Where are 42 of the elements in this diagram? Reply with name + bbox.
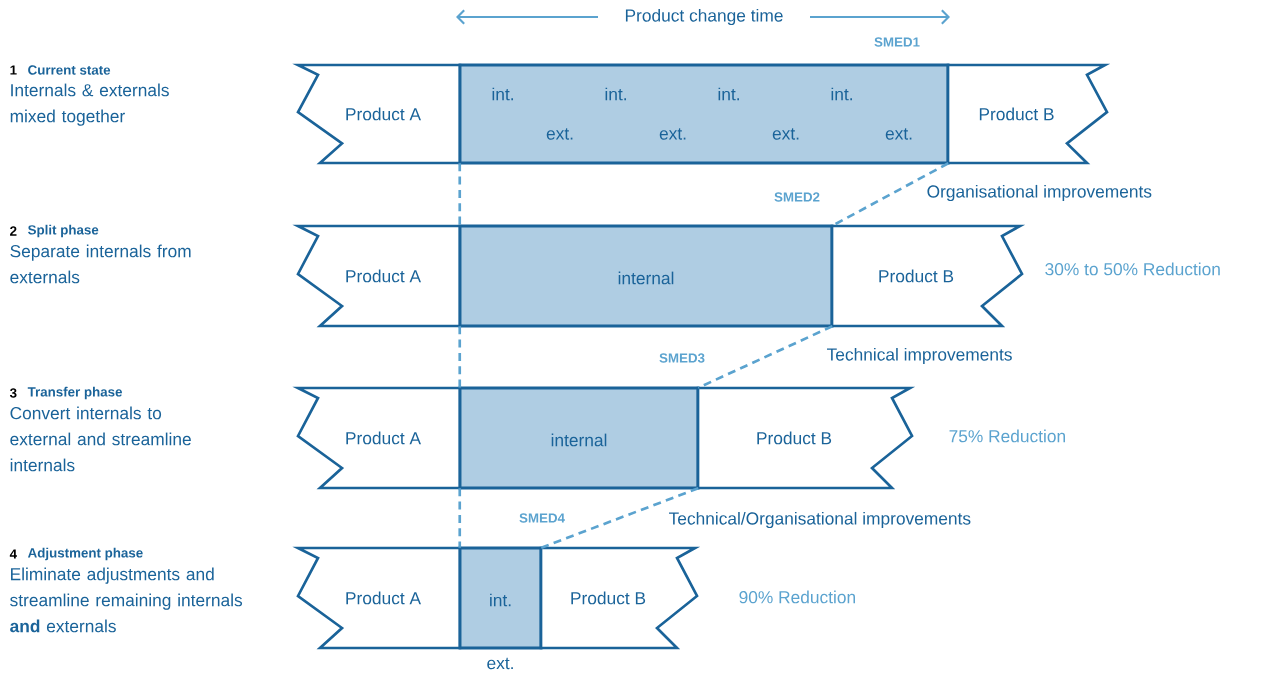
annotation-text: Technical improvements <box>827 347 1012 365</box>
phase-heading: Split phase <box>28 224 99 238</box>
caption-text: ext. <box>487 657 513 670</box>
reduction-text: 30% to 50% Reduction <box>1045 262 1220 276</box>
product-banner: Product B <box>830 224 1026 328</box>
dashed-guide-line <box>458 163 462 226</box>
dashed-guide-line <box>458 326 462 388</box>
step-label: SMED1 <box>874 37 920 47</box>
step-number: 3 <box>9 388 17 398</box>
node-label: Product B <box>571 591 646 605</box>
annotation-text: Organisational improvements <box>927 184 1152 202</box>
product-banner: Product B <box>539 546 701 650</box>
phase-description: Eliminate adjustments and streamline remaining internals and externals <box>10 567 243 633</box>
phase-heading: Current state <box>28 65 111 75</box>
step-number: 2 <box>10 226 17 236</box>
dashed-guide-line <box>540 487 699 549</box>
step-number: 4 <box>9 549 17 559</box>
step-label: SMED2 <box>774 192 820 202</box>
product-banner: Product B <box>696 386 916 490</box>
product-banner: Product A <box>292 224 462 328</box>
step-number: 1 <box>10 65 17 75</box>
product-banner: Product A <box>292 63 462 165</box>
step-label: SMED3 <box>659 353 705 363</box>
product-banner: Product A <box>292 386 462 490</box>
dashed-guide-line <box>458 488 462 548</box>
phase-heading: Adjustment phase <box>27 547 143 561</box>
dashed-guide-line <box>697 325 833 389</box>
phase-description: Internals & externals mixed together <box>10 83 169 126</box>
phase-description: Convert internals to external and streamline internals <box>10 406 191 472</box>
changeover-box: internal <box>458 224 834 328</box>
changeover-box: int. <box>458 546 543 650</box>
annotation-text: Product change time <box>625 8 783 26</box>
product-banner: Product A <box>292 546 462 650</box>
step-label: SMED4 <box>519 513 565 523</box>
product-banner: Product B <box>946 63 1111 165</box>
reduction-text: 75% Reduction <box>949 429 1065 443</box>
phase-heading: Transfer phase <box>27 386 122 400</box>
changeover-box: int. int. int. int. ext. ext. ext. ext. <box>458 63 950 165</box>
phase-description: Separate internals from externals <box>10 244 191 284</box>
reduction-text: 90% Reduction <box>739 590 855 604</box>
annotation-text: Technical/Organisational improvements <box>669 511 971 529</box>
changeover-box: internal <box>458 386 700 490</box>
